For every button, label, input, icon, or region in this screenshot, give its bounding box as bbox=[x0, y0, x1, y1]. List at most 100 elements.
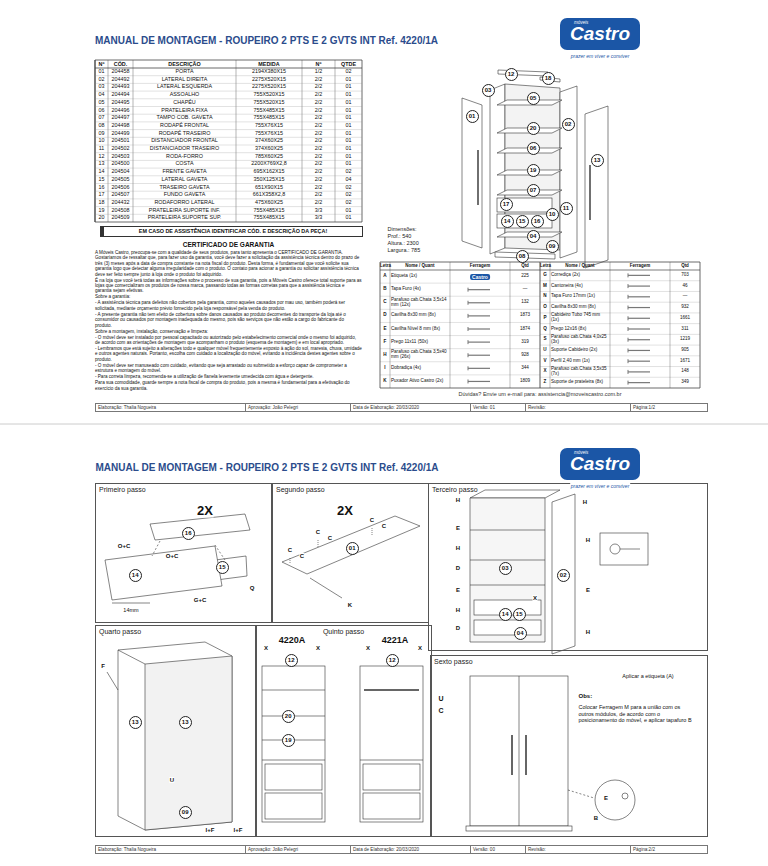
grid-line bbox=[468, 368, 490, 369]
text-label: H bbox=[455, 545, 460, 551]
table-cell: 311 bbox=[670, 324, 699, 335]
table-cell: Z bbox=[540, 377, 549, 388]
table-cell: 3/3 bbox=[302, 207, 335, 215]
table-cell: 2/2 bbox=[302, 153, 335, 161]
grid-line bbox=[628, 316, 629, 320]
callout-circle: 15 bbox=[216, 561, 229, 574]
table-cell: 2/2 bbox=[302, 199, 335, 207]
table-cell: 344 bbox=[510, 362, 539, 375]
table-cell: 204496 bbox=[108, 107, 133, 115]
node-text: 12 bbox=[387, 655, 398, 666]
callout-circle: 14 bbox=[499, 608, 512, 621]
node-text: EM CASO DE ASSISTÊNCIA IDENTIFICAR CÓD. … bbox=[104, 227, 362, 236]
footer-cell: Página:1/2 bbox=[630, 403, 708, 412]
grid-line bbox=[468, 379, 469, 383]
callout-circle: 12 bbox=[285, 654, 298, 667]
section-heading: CERTIFICADO DE GARANTIA bbox=[95, 241, 362, 248]
node-text: 04 bbox=[515, 628, 526, 639]
grid-line bbox=[380, 361, 540, 362]
table-cell: N bbox=[540, 291, 549, 302]
grid-line bbox=[628, 382, 650, 383]
text-label: H bbox=[585, 537, 590, 543]
footer-cell: Revisão: bbox=[525, 845, 632, 854]
table-cell: 755X485X15 bbox=[236, 107, 302, 115]
table-cell: 01 bbox=[335, 207, 362, 215]
table-cell: 319 bbox=[510, 336, 539, 349]
callout-circle: 03 bbox=[482, 84, 495, 97]
grid-line bbox=[380, 335, 540, 336]
table-cell: LATERAL DIREITA bbox=[133, 76, 236, 84]
table-cell: 2/2 bbox=[302, 122, 335, 130]
node-text: 01 bbox=[467, 111, 478, 122]
text-label: C bbox=[369, 517, 374, 523]
text-label: X bbox=[532, 595, 537, 601]
table-cell: 13 bbox=[95, 160, 108, 168]
node-text: 15 bbox=[517, 216, 528, 227]
text-label: C bbox=[327, 535, 332, 541]
tagline: prazer em viver e conviver bbox=[570, 53, 630, 59]
table-cell: 2/2 bbox=[302, 76, 335, 84]
node-text: 14 bbox=[130, 570, 141, 581]
table-cell: Corrediça (2x) bbox=[550, 270, 609, 281]
table-cell: 3/3 bbox=[302, 214, 335, 222]
table-cell: 1874 bbox=[510, 322, 539, 335]
paragraph: - O móvel deve ser manuseado com cuidado… bbox=[95, 363, 362, 374]
table-cell: 12 bbox=[95, 153, 108, 161]
node-text: 19 bbox=[528, 165, 539, 176]
grid-line bbox=[108, 60, 109, 222]
paragraph: Sobre a garantia: bbox=[95, 294, 362, 299]
table-cell: 2275X520X15 bbox=[236, 76, 302, 84]
node-text: 16 bbox=[532, 216, 543, 227]
table-cell: 905 bbox=[670, 345, 699, 356]
table-cell: PORTA bbox=[133, 68, 236, 76]
node-text: 02 bbox=[558, 570, 569, 581]
callout-circle: 16 bbox=[182, 527, 195, 540]
callout-circle: 20 bbox=[282, 710, 295, 723]
grid-line bbox=[628, 318, 650, 319]
table-cell: COSTA bbox=[133, 160, 236, 168]
node-text: 03 bbox=[500, 563, 511, 574]
text-label: E bbox=[455, 525, 460, 531]
node-text: 09 bbox=[547, 241, 558, 252]
footer-cell: Aprovação: João Pelegri bbox=[245, 403, 352, 412]
table-cell: Parafuso cab.Chata 4,0x25 (3x) bbox=[550, 334, 609, 345]
table-cell: 01 bbox=[335, 130, 362, 138]
table-cell: 755X520X15 bbox=[236, 91, 302, 99]
table-cell: RODA-FORRO bbox=[133, 153, 236, 161]
grid-line bbox=[95, 222, 362, 223]
table-cell: RODAPÉ FRONTAL bbox=[133, 122, 236, 130]
table-cell: V bbox=[540, 356, 549, 367]
table-cell: Cabideiro Tubo 745 mm (1x) bbox=[550, 313, 609, 324]
table-cell: — bbox=[510, 283, 539, 296]
table-cell: LATERAL ESQUERDA bbox=[133, 83, 236, 91]
table-cell: Puxador Ativo Castro (2x) bbox=[390, 375, 449, 388]
text-label: D bbox=[455, 565, 460, 571]
grid-line bbox=[628, 285, 650, 286]
text-label: O+C bbox=[117, 543, 131, 549]
table-cell: 01 bbox=[335, 145, 362, 153]
table-cell: MEDIDA bbox=[236, 60, 302, 68]
table-cell: 10 bbox=[95, 137, 108, 145]
table-cell: 204432 bbox=[108, 199, 133, 207]
table-cell: 2194X380X15 bbox=[236, 68, 302, 76]
table-cell: DISTANCIADOR TRASEIRO bbox=[133, 145, 236, 153]
callout-circle: 19 bbox=[282, 734, 295, 747]
node-text: Página:1/2 bbox=[633, 404, 707, 412]
table-cell: RODAPÉ TRASEIRO bbox=[133, 130, 236, 138]
table-cell: 755X485X15 bbox=[236, 214, 302, 222]
grid-line bbox=[540, 280, 700, 281]
callout-circle: 09 bbox=[546, 240, 559, 253]
table-cell: 2/2 bbox=[302, 176, 335, 184]
text-label: Castro bbox=[470, 274, 490, 280]
table-cell: D bbox=[380, 309, 389, 322]
table-cell: 2/2 bbox=[302, 130, 335, 138]
step-panel: Quinto passo12122019 bbox=[255, 625, 432, 837]
grid-line bbox=[628, 381, 629, 385]
paragraph: Sobre a montagem, instalação, conservaçã… bbox=[95, 329, 362, 334]
node-text: 17 bbox=[501, 199, 512, 210]
table-cell: 19 bbox=[95, 207, 108, 215]
callout-circle: 08 bbox=[516, 250, 529, 263]
node-text: 12 bbox=[286, 655, 297, 666]
callout-circle: 13 bbox=[129, 716, 142, 729]
